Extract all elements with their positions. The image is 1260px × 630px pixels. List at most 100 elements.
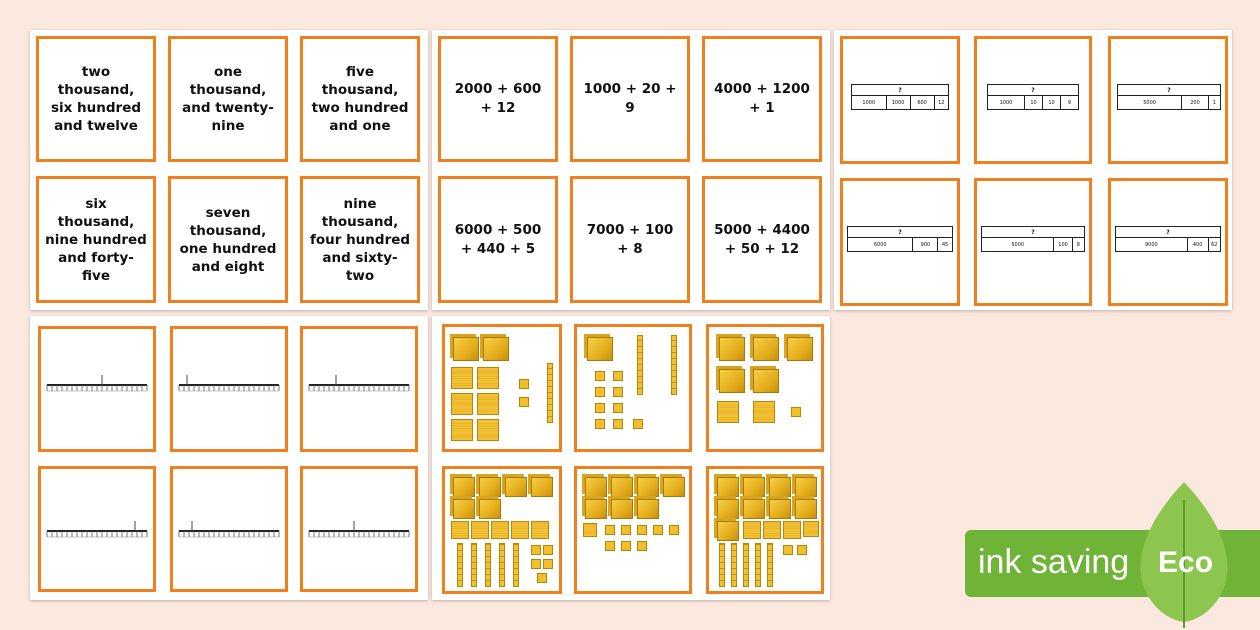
one-unit [605, 541, 615, 551]
one-unit [531, 545, 541, 555]
bar-model: ? 1000 10 10 9 [987, 84, 1079, 112]
one-unit [637, 525, 647, 535]
sum-cards-sheet: 2000 + 600 + 12 1000 + 20 + 9 4000 + 120… [432, 30, 830, 310]
thousand-cube [531, 477, 553, 497]
bar-part: 1000 [885, 96, 910, 109]
base-ten-card [442, 466, 562, 594]
bar-whole: ? [1117, 84, 1221, 96]
bar-part: 10 [1042, 96, 1060, 109]
hundred-flat [451, 393, 473, 415]
number-line-card [170, 466, 288, 592]
thousand-cube [743, 477, 765, 497]
ten-rod [731, 543, 737, 587]
one-unit [653, 525, 663, 535]
thousand-cube [611, 477, 633, 497]
bar-whole: ? [981, 226, 1085, 238]
hundred-flat [753, 401, 775, 423]
bar-model-card: ? 5000 200 1 [1108, 36, 1228, 164]
bar-part: 200 [1181, 96, 1208, 109]
hundred-flat [763, 521, 781, 539]
bar-part: 9000 [1144, 241, 1158, 248]
thousand-cube [717, 521, 739, 541]
ten-rod [499, 543, 505, 587]
one-unit [605, 525, 615, 535]
base-ten-card [706, 324, 824, 452]
thousand-cube [717, 477, 739, 497]
bar-model: ? 9000 400 62 [1115, 226, 1221, 254]
leaf-icon [1140, 482, 1228, 628]
number-line [307, 373, 411, 399]
word-card: six thousand, nine hundred and forty-fiv… [36, 176, 156, 303]
ten-rod [671, 335, 677, 395]
word-card: two thousand, six hundred and twelve [36, 36, 156, 162]
one-unit [519, 397, 529, 407]
base-ten-card [574, 466, 692, 594]
thousand-cube [585, 499, 607, 519]
one-unit [531, 559, 541, 569]
base-ten-card [706, 466, 824, 594]
one-unit [595, 387, 605, 397]
bar-part: 100 [1053, 238, 1071, 251]
ten-rod [471, 543, 477, 587]
bar-model: ? 1000 1000 600 12 [851, 84, 949, 112]
thousand-cube [719, 369, 745, 393]
number-line-sheet [30, 316, 428, 600]
hundred-flat [511, 521, 529, 539]
hundred-flat [583, 523, 597, 537]
bar-part: 1000 [862, 99, 876, 106]
bar-part: 400 [1186, 238, 1208, 251]
one-unit [613, 403, 623, 413]
thousand-cube [753, 337, 779, 361]
base-ten-card [442, 324, 562, 452]
eco-label: Eco [1158, 546, 1214, 579]
thousand-cube [743, 499, 765, 519]
number-line [177, 373, 281, 399]
sum-card: 2000 + 600 + 12 [438, 36, 558, 162]
thousand-cube [637, 499, 659, 519]
one-unit [613, 419, 623, 429]
word-card: one thousand, and twenty-nine [168, 36, 288, 162]
thousand-cube [719, 337, 745, 361]
thousand-cube [479, 477, 501, 497]
hundred-flat [531, 521, 549, 539]
ten-rod [513, 543, 519, 587]
sum-card: 7000 + 100 + 8 [570, 176, 690, 303]
bar-part: 1000 [999, 99, 1013, 106]
sum-card: 1000 + 20 + 9 [570, 36, 690, 162]
bar-whole: ? [987, 84, 1079, 96]
ten-rod [637, 335, 643, 395]
number-line [45, 373, 149, 399]
bar-model: ? 6000 900 45 [847, 226, 953, 254]
bar-model-card: ? 5000 100 8 [974, 178, 1092, 306]
base-ten-card [574, 324, 692, 452]
one-unit [543, 545, 553, 555]
ten-rod [743, 543, 749, 587]
thousand-cube [453, 499, 475, 519]
word-card: nine thousand, four hundred and sixty-tw… [300, 176, 420, 303]
number-line-card [38, 466, 156, 592]
bar-part: 600 [909, 96, 934, 109]
one-unit [595, 371, 605, 381]
thousand-cube [769, 499, 791, 519]
one-unit [669, 525, 679, 535]
bar-model: ? 5000 200 1 [1117, 84, 1221, 112]
thousand-cube [717, 499, 739, 519]
ten-rod [547, 363, 553, 423]
bar-model-card: ? 9000 400 62 [1108, 178, 1228, 306]
hundred-flat [471, 521, 489, 539]
number-line-card [300, 326, 418, 452]
bar-part: 8 [1071, 238, 1084, 251]
one-unit [783, 545, 793, 555]
hundred-flat [477, 367, 499, 389]
bar-part: 6000 [873, 241, 887, 248]
thousand-cube [587, 337, 613, 361]
ten-rod [719, 543, 725, 587]
word-cards-sheet: two thousand, six hundred and twelve one… [30, 30, 428, 310]
ten-rod [457, 543, 463, 587]
one-unit [633, 419, 643, 429]
one-unit [543, 559, 553, 569]
hundred-flat [717, 401, 739, 423]
bar-part: 9 [1060, 96, 1078, 109]
hundred-flat [477, 419, 499, 441]
bar-whole: ? [851, 84, 949, 96]
